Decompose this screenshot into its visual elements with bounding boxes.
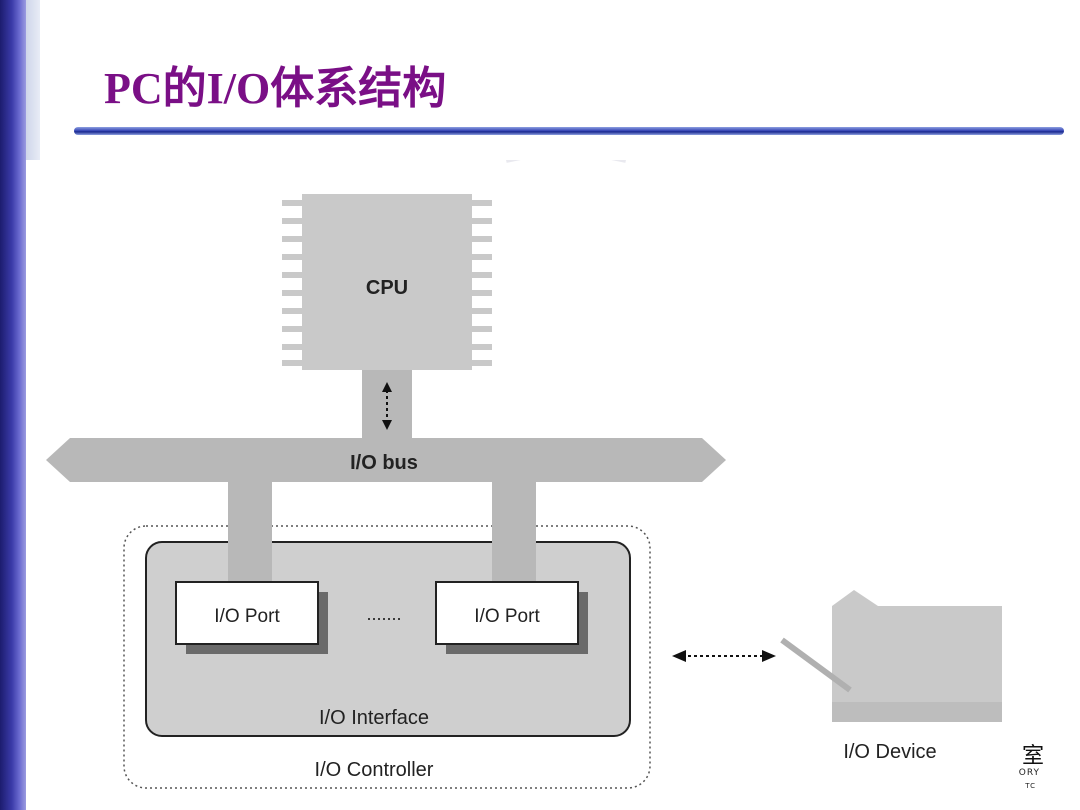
io-port-left: I/O Port [175,581,328,654]
left-accent-fade [26,0,40,160]
bidirectional-arrow-icon [382,382,392,430]
title-divider [74,127,1064,135]
cpu-pins-left [282,200,308,366]
io-bus [46,438,726,482]
ports-ellipsis: ....... [366,604,401,624]
left-accent-bar [0,0,26,810]
corner-logo-line2: TC [1025,782,1036,790]
io-port-left-label: I/O Port [214,606,280,627]
cpu-body [302,194,472,370]
bus-port-connector-right [492,482,536,582]
io-controller-label: I/O Controller [315,759,434,781]
io-port-right-label: I/O Port [474,606,540,627]
cpu-chip: CPU [282,194,492,370]
corner-logo-line1: ORY [1018,768,1040,778]
io-interface-label: I/O Interface [319,707,429,729]
slide-title: PC的I/O体系结构 [104,64,447,113]
cpu-label: CPU [366,277,408,299]
controller-device-arrow-icon [672,650,776,662]
io-architecture-diagram: CPU I/O bus I/O Port ....... [26,160,1080,810]
cpu-pins-right [466,200,492,366]
corner-logo-text: 室 [1021,744,1044,769]
io-device-label: I/O Device [843,741,936,763]
io-bus-label: I/O bus [350,452,418,474]
io-port-right: I/O Port [435,581,588,654]
bus-port-connector-left [228,482,272,582]
io-device-icon [780,590,1002,722]
io-controller-boundary [123,525,651,789]
